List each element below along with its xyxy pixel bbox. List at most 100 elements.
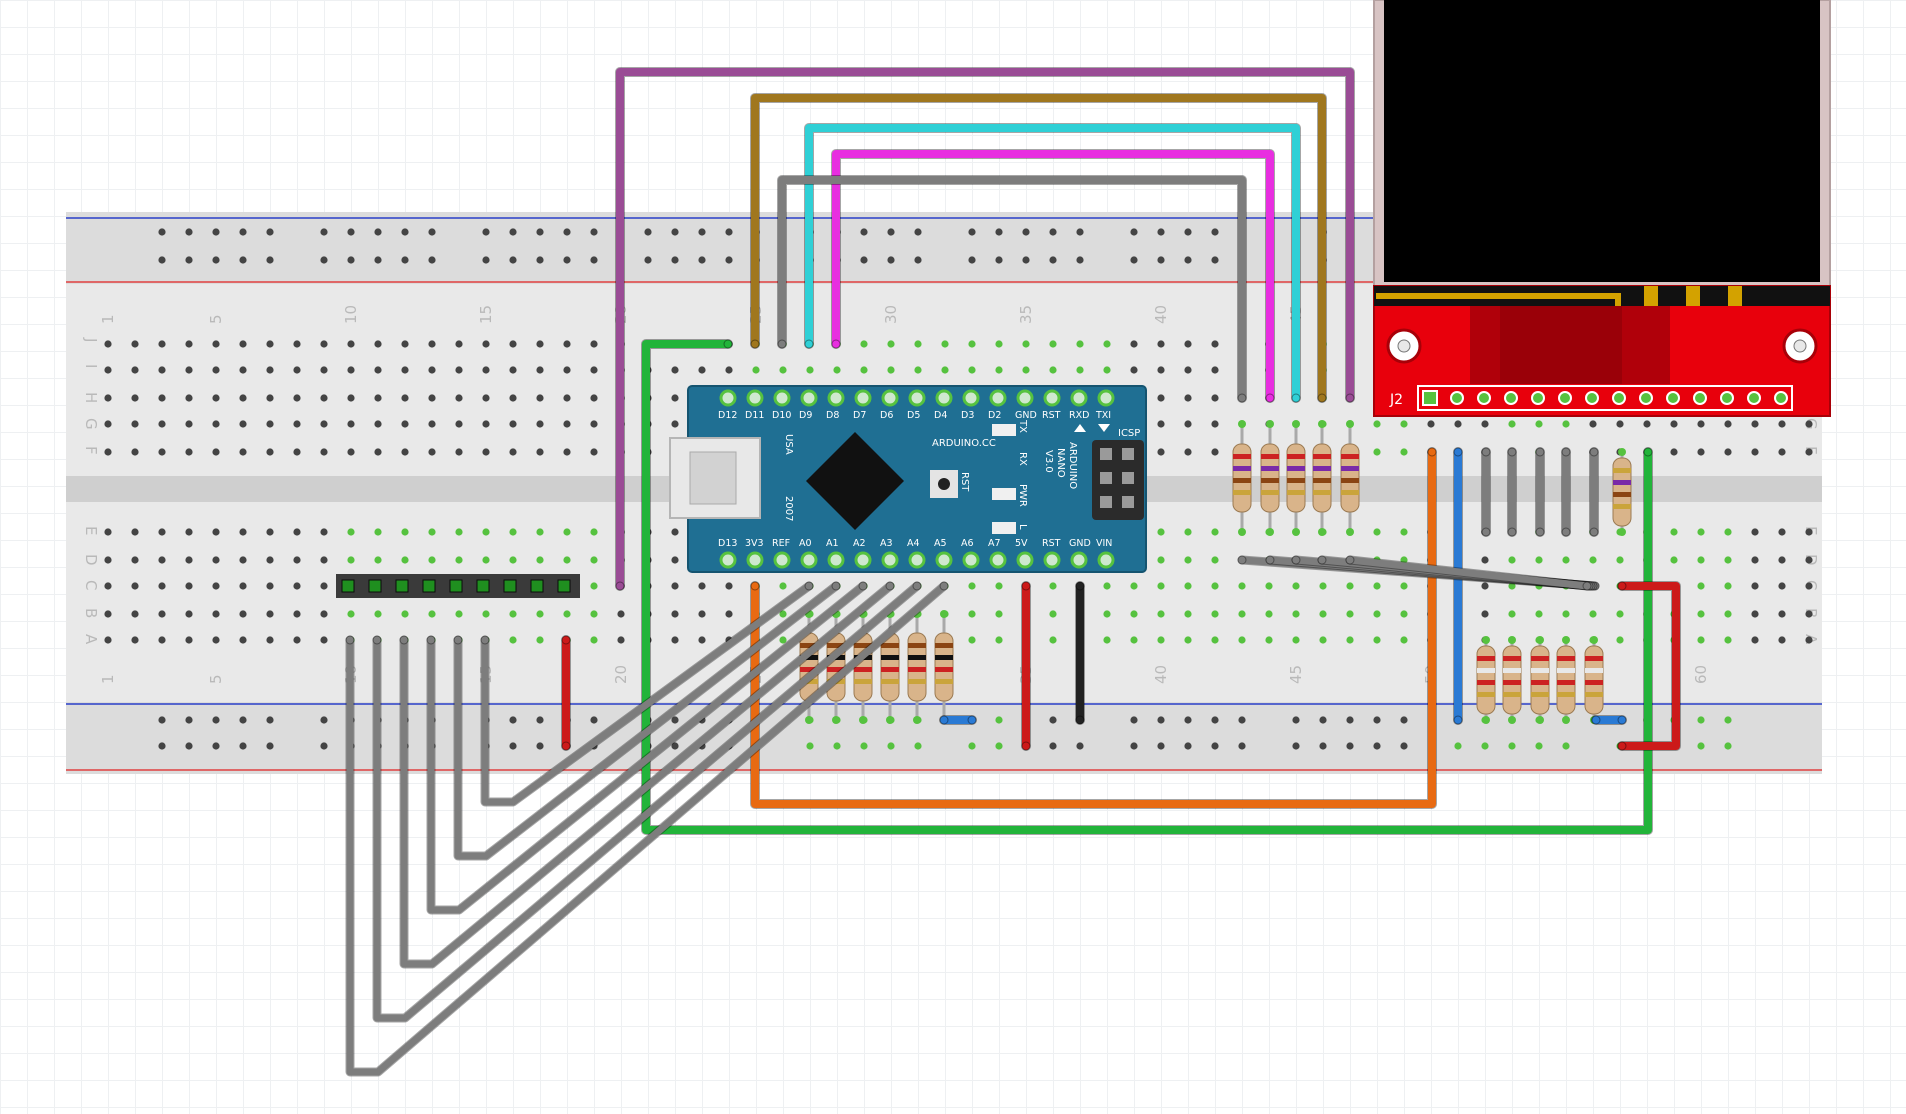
arduino-pin-label: D10 [772, 410, 791, 421]
rail-hole [806, 742, 814, 750]
breadboard-hole [1211, 582, 1219, 590]
breadboard-hole [1319, 582, 1327, 590]
breadboard-hole [401, 394, 409, 402]
breadboard-hole [1103, 366, 1111, 374]
breadboard-hole [590, 636, 598, 644]
rail-hole [374, 256, 382, 264]
breadboard-hole [590, 420, 598, 428]
display-pin [1774, 391, 1788, 405]
breadboard-hole [1778, 636, 1786, 644]
breadboard-hole [1724, 448, 1732, 456]
breadboard-hole [1373, 610, 1381, 618]
breadboard-hole [1562, 610, 1570, 618]
rail-hole [1049, 742, 1057, 750]
breadboard-hole [536, 636, 544, 644]
breadboard-hole [1697, 420, 1705, 428]
breadboard-hole [212, 394, 220, 402]
breadboard-hole [1400, 448, 1408, 456]
display-pin [1612, 391, 1626, 405]
breadboard-hole [968, 610, 976, 618]
wires-over [345, 67, 1681, 1077]
breadboard-hole [698, 366, 706, 374]
wire [939, 715, 977, 725]
breadboard-hole [1724, 582, 1732, 590]
model-line-1: ARDUINO [1067, 442, 1078, 489]
breadboard-hole [401, 448, 409, 456]
column-number-bottom: 40 [1152, 665, 1170, 684]
breadboard-hole [1184, 556, 1192, 564]
breadboard-hole [1130, 610, 1138, 618]
breadboard-hole [1400, 528, 1408, 536]
rail-hole [509, 256, 517, 264]
breadboard-hole [266, 448, 274, 456]
rail-hole [1454, 742, 1462, 750]
breadboard-hole [671, 394, 679, 402]
breadboard-hole [563, 610, 571, 618]
resistor [1286, 420, 1306, 536]
breadboard-hole [1265, 610, 1273, 618]
breadboard-hole [1157, 394, 1165, 402]
breadboard-hole [401, 610, 409, 618]
breadboard-hole [374, 610, 382, 618]
breadboard-hole [104, 448, 112, 456]
header-pin [395, 579, 409, 593]
rail-hole [1157, 742, 1165, 750]
breadboard-hole [104, 582, 112, 590]
breadboard-hole [1022, 340, 1030, 348]
breadboard-hole [995, 636, 1003, 644]
header-pin [557, 579, 571, 593]
breadboard-hole [374, 528, 382, 536]
row-letter: F [82, 446, 100, 455]
breadboard-hole [1616, 610, 1624, 618]
rail-hole [509, 228, 517, 236]
arduino-pin [962, 389, 980, 407]
rail-hole [563, 228, 571, 236]
column-number-bottom: 60 [1692, 665, 1710, 684]
breadboard-hole [239, 366, 247, 374]
breadboard-hole [1481, 582, 1489, 590]
breadboard-hole [1184, 528, 1192, 536]
rail-hole [671, 256, 679, 264]
usb-label: USA [783, 434, 794, 455]
wire [1589, 447, 1599, 537]
breadboard-hole [671, 610, 679, 618]
breadboard-hole [1724, 528, 1732, 536]
arduino-pin-label: A3 [880, 538, 893, 549]
rail-hole [1238, 742, 1246, 750]
breadboard-hole [158, 394, 166, 402]
breadboard-hole [104, 636, 112, 644]
rail-hole [1049, 256, 1057, 264]
breadboard-hole [1130, 582, 1138, 590]
breadboard-hole [158, 420, 166, 428]
arduino-pin [1097, 551, 1115, 569]
breadboard-hole [131, 366, 139, 374]
breadboard-hole [455, 366, 463, 374]
breadboard-hole [590, 448, 598, 456]
breadboard-hole [1481, 610, 1489, 618]
breadboard-hole [131, 448, 139, 456]
breadboard-hole [158, 528, 166, 536]
breadboard-hole [482, 366, 490, 374]
breadboard-hole [293, 340, 301, 348]
breadboard-hole [1103, 582, 1111, 590]
resistor [1312, 420, 1332, 536]
breadboard-hole [1184, 366, 1192, 374]
breadboard-hole [1049, 340, 1057, 348]
wire [345, 581, 949, 1077]
breadboard-hole [536, 448, 544, 456]
breadboard-hole [185, 528, 193, 536]
arduino-pin [854, 551, 872, 569]
breadboard-hole [212, 448, 220, 456]
breadboard-hole [968, 636, 976, 644]
breadboard-hole [1373, 528, 1381, 536]
arduino-pin-label: 5V [1015, 538, 1028, 549]
breadboard-hole [266, 394, 274, 402]
rail-hole [1130, 742, 1138, 750]
breadboard-hole [185, 366, 193, 374]
wire [1021, 581, 1031, 751]
rail-hole [239, 716, 247, 724]
breadboard-hole [428, 340, 436, 348]
arduino-pin [1070, 389, 1088, 407]
row-letter: I [82, 364, 100, 368]
breadboard-hole [1184, 394, 1192, 402]
